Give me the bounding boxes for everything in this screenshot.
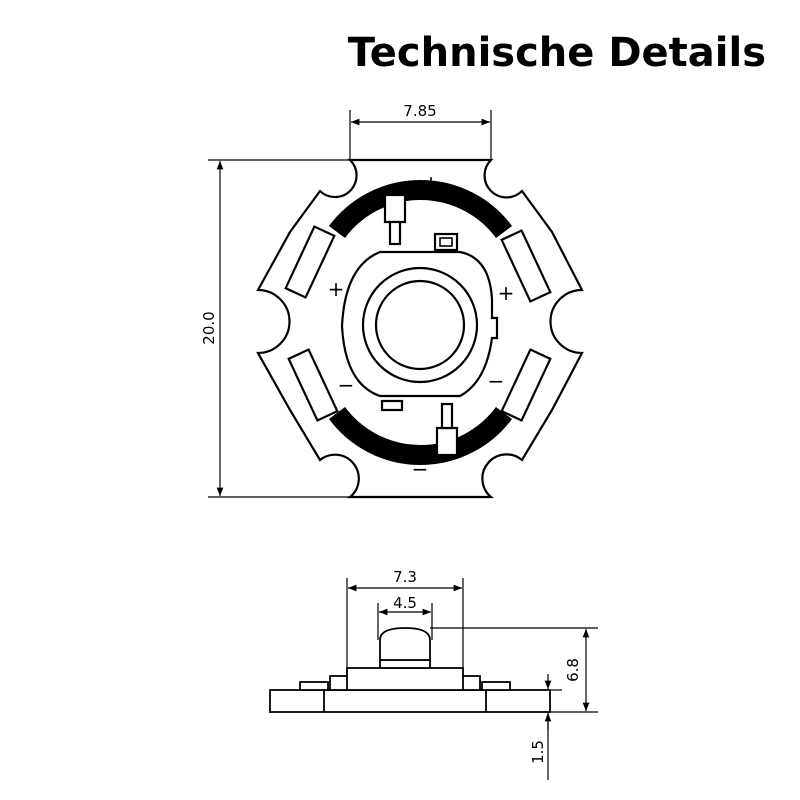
dim-label-thickness: 1.5: [529, 740, 547, 764]
dim-side-thickness: [544, 674, 562, 780]
side-board: [269, 689, 551, 713]
pad-upper-right: [500, 229, 552, 303]
side-led-base: [346, 667, 464, 691]
pad-lower-right: [500, 348, 552, 422]
dim-side-height: [430, 627, 598, 713]
dim-top-height: [208, 159, 350, 498]
dim-label-height: 20.0: [200, 311, 218, 344]
solder-pads: [284, 225, 552, 422]
side-lead-right: [461, 675, 481, 691]
side-lens-dome: [379, 627, 431, 661]
top-view: [256, 158, 584, 499]
label-top-plus: +: [423, 171, 440, 195]
label-right-plus: +: [498, 281, 515, 305]
label-bottom-minus: −: [412, 457, 429, 481]
dim-top-width: [349, 110, 492, 160]
page-title: Technische Details: [347, 30, 766, 76]
dim-label-base: 7.3: [393, 568, 417, 586]
component-bottom-lead: [440, 402, 454, 430]
copper-trace-bottom: [328, 406, 513, 465]
side-pad-left: [299, 681, 329, 691]
polarity-marker-inner: [439, 237, 453, 247]
component-top: [383, 193, 407, 224]
side-lead-left: [329, 675, 349, 691]
side-view: [269, 627, 551, 713]
dim-side-base: [346, 578, 464, 668]
led-lens: [374, 279, 466, 371]
label-left-minus: −: [338, 373, 355, 397]
dim-side-lens: [377, 603, 433, 640]
side-lens-foot: [379, 659, 431, 669]
pad-lower-left: [287, 348, 339, 422]
dim-label-height-side: 6.8: [564, 658, 582, 682]
copper-trace-top: [328, 180, 513, 239]
component-top-lead: [388, 220, 402, 246]
dim-label-width: 7.85: [403, 102, 436, 120]
label-right-minus: −: [488, 369, 505, 393]
side-pad-right: [481, 681, 511, 691]
pad-upper-left: [284, 225, 336, 299]
cathode-tab: [380, 399, 404, 412]
hex-board-outline: [256, 158, 584, 499]
component-bottom: [435, 426, 459, 457]
label-left-plus: +: [328, 277, 345, 301]
dim-label-lens: 4.5: [393, 594, 417, 612]
